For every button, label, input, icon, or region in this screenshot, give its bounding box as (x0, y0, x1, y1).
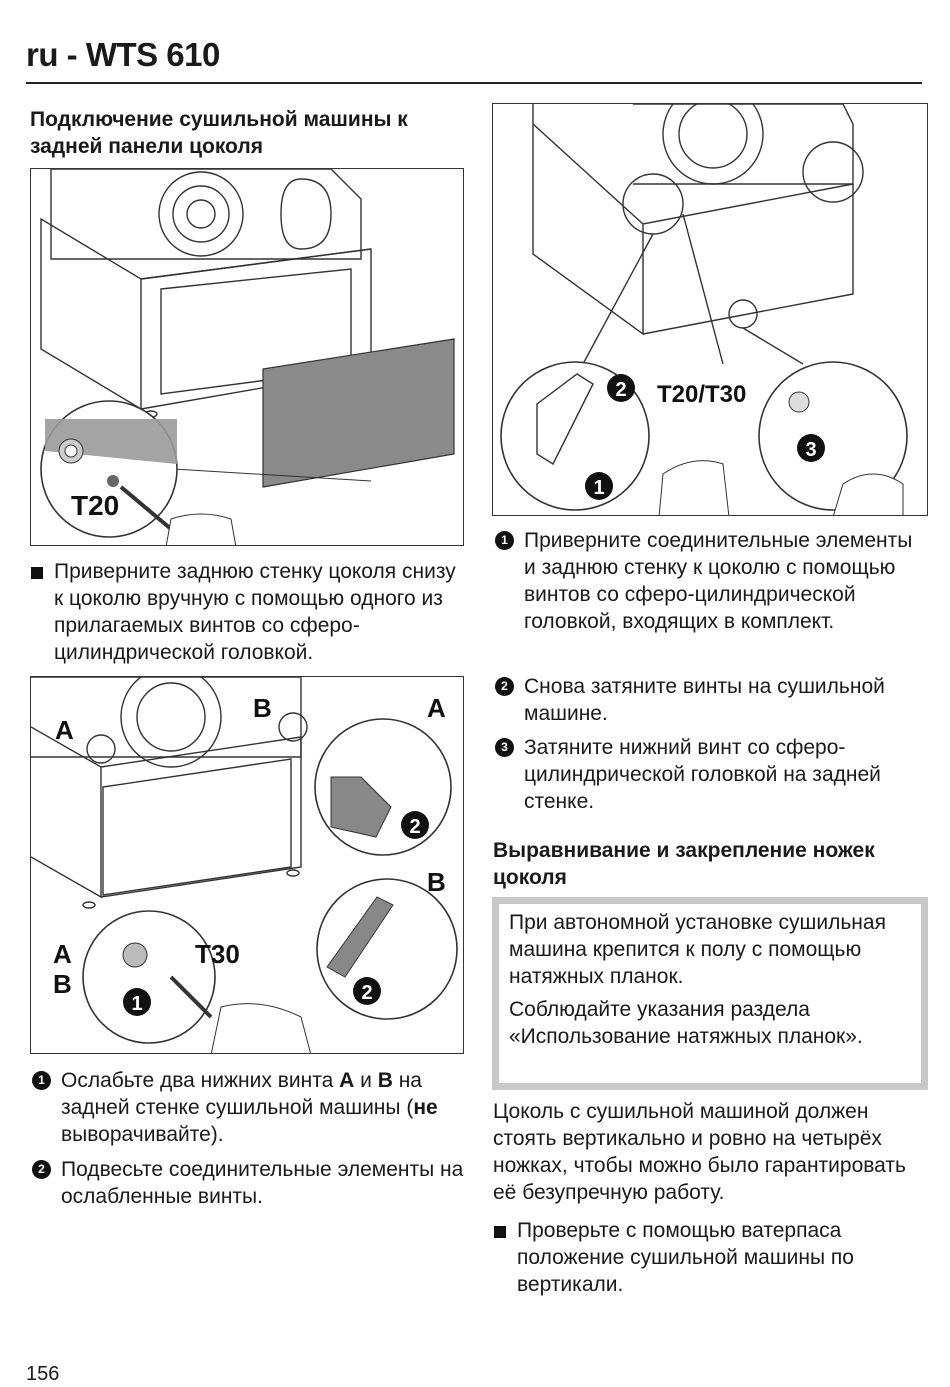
step-text-tighten-dryer-screws: Снова затяните винты на сушильной машине… (524, 675, 885, 725)
step-2-marker: 2 (615, 379, 626, 401)
step-number-2: 2 (495, 677, 514, 696)
note-text-see-section: Соблюдайте указания раздела «Использован… (509, 998, 863, 1048)
page-number: 156 (26, 1363, 60, 1385)
step-text-loosen-screws: Ослабьте два нижних винта A и B на задне… (61, 1069, 438, 1146)
step-2-marker-a: 2 (409, 816, 420, 838)
step-1-marker: 1 (593, 477, 604, 499)
note-text-tension-straps: При автономной установке сушильная машин… (509, 911, 886, 988)
header-rule (26, 82, 922, 84)
figure-tighten-screws: T20/T30 2 1 3 (492, 103, 928, 516)
step-number-3: 3 (495, 738, 514, 757)
step-number-2: 2 (32, 1160, 51, 1179)
bullet-square (494, 1226, 506, 1238)
step-3-marker: 3 (805, 439, 816, 461)
tool-label-t30: T30 (195, 939, 240, 969)
label-b-top: B (253, 693, 272, 723)
tool-label-t20-t30: T20/T30 (657, 381, 746, 408)
label-a-left: A (55, 715, 74, 745)
bullet-square (31, 567, 43, 579)
step-number-1: 1 (495, 531, 514, 550)
section-heading-rear-panel: Подключение сушильной машины к задней па… (30, 108, 408, 158)
page-title: ru - WTS 610 (26, 36, 220, 73)
note-box: При автономной установке сушильная машин… (492, 897, 928, 1090)
paragraph-vertical-level: Цоколь с сушильной машиной должен стоять… (493, 1100, 906, 1204)
figure-loosen-screws: A B A B A B T30 1 2 2 (30, 676, 464, 1054)
step-1-marker: 1 (131, 993, 142, 1015)
tool-label-t20: T20 (71, 490, 119, 521)
step-number-1: 1 (32, 1071, 51, 1090)
step-text-tighten-lower-screw: Затяните нижний винт со сферо-цилиндриче… (524, 736, 881, 813)
step-text-hang-connectors: Подвесьте соединительные элементы на осл… (61, 1158, 464, 1208)
section-heading-levelling: Выравнивание и закрепление ножек цоколя (493, 839, 875, 889)
bullet-text-attach-panel: Приверните заднюю стенку цоколя снизу к … (54, 560, 456, 664)
figure-rear-panel-attach: T20 (30, 168, 464, 546)
step-text-attach-connectors: Приверните соединительные элементы и зад… (524, 529, 913, 633)
label-b-inset: B (53, 969, 72, 999)
label-b-right: B (427, 867, 446, 897)
label-a-right: A (427, 693, 446, 723)
label-a-inset: A (53, 939, 72, 969)
bullet-text-check-level: Проверьте с помощью ватерпаса положение … (517, 1219, 854, 1296)
step-2-marker-b: 2 (361, 982, 372, 1004)
